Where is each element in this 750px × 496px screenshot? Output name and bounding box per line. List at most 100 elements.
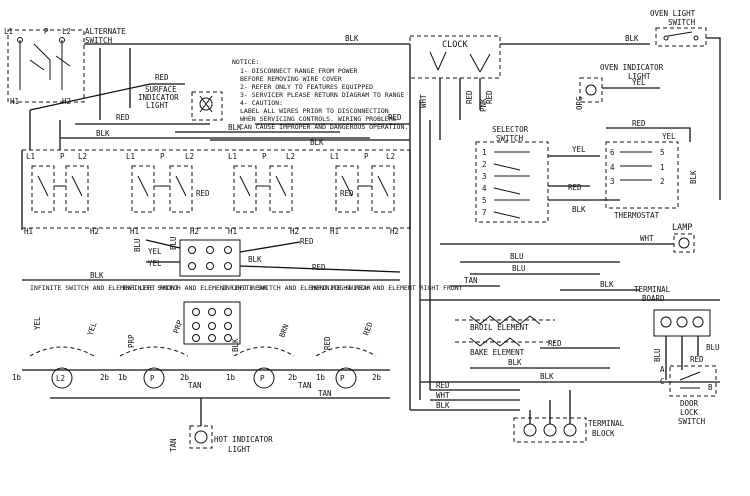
wire-red-grid-2: RED — [300, 237, 314, 246]
clock: CLOCK WHT RED RED — [409, 35, 501, 140]
sw1-l2: L2 — [78, 152, 87, 161]
wire-blu-board: BLU — [653, 348, 662, 362]
notice-line-1: 1- DISCONNECT RANGE FROM POWER — [240, 67, 357, 75]
inf1-yel-2: YEL — [85, 320, 98, 336]
wire-yel-thermo: YEL — [662, 132, 676, 141]
sw2-h1: H1 — [130, 227, 139, 236]
alternate-switch-title-1: ALTERNATE — [85, 27, 126, 36]
wire-red-mid: RED — [196, 189, 210, 198]
inf4-p: P — [340, 374, 345, 383]
clock-title: CLOCK — [442, 40, 468, 50]
door-lock-title-1: DOOR — [680, 399, 699, 408]
wire-yel-grid: YEL — [148, 247, 162, 256]
sw1-h2: H2 — [90, 227, 99, 236]
alt-l2-label: L2 — [62, 27, 71, 36]
alternate-switch-title-2: SWITCH — [85, 36, 113, 45]
inf1-2b: 2b — [100, 373, 110, 382]
notice-line-6: LABEL ALL WIRES PRIOR TO DISCONNECTION — [240, 107, 389, 115]
wire-wht-lower: WHT — [436, 391, 450, 400]
sw1-p: P — [60, 152, 65, 161]
oven-light-switch: OVEN LIGHT SWITCH — [650, 9, 721, 200]
thermo-1: 1 — [660, 163, 665, 172]
wire-red-thermo: RED — [632, 119, 646, 128]
hot-indicator-title-2: LIGHT — [228, 445, 251, 454]
notice-heading: NOTICE: — [232, 58, 259, 66]
door-lock-a: A — [660, 365, 665, 374]
infinite-elements: YEL YEL L2 1b 2b PRP PRP P 1b 2b TAN BLK… — [12, 316, 390, 399]
wire-blu-board-2: BLU — [706, 343, 720, 352]
wire-wht-lamp: WHT — [640, 234, 654, 243]
sw1-h1: H1 — [24, 227, 33, 236]
sw2-p: P — [160, 152, 165, 161]
infinite-switch-titles: INFINITE SWITCH AND ELEMENT LEFT FRONT I… — [30, 284, 463, 292]
notice-line-2: BEFORE REMOVING WIRE COVER — [240, 75, 342, 83]
wire-org-right: ORG — [575, 96, 584, 110]
surface-indicator-title-3: LIGHT — [146, 101, 169, 110]
door-lock-b: B — [708, 383, 713, 392]
wire-blu-right: BLU — [510, 252, 524, 261]
hot-indicator-title-1: HOT INDICATOR — [214, 435, 273, 444]
inf3-2b: 2b — [288, 373, 298, 382]
sw2-l2: L2 — [185, 152, 194, 161]
right-wires: BLU BLU TAN BLK RED BLK BLK RED WHT BLK — [409, 44, 720, 411]
thermo-5: 5 — [660, 148, 665, 157]
inf4-red: RED — [323, 336, 332, 350]
top-wires: BLK BLK RED — [29, 34, 650, 150]
wire-red-board: RED — [690, 355, 704, 364]
inf4-2b: 2b — [372, 373, 382, 382]
oven-indicator-title-2: LIGHT — [628, 72, 651, 81]
selector-title-1: SELECTOR — [492, 125, 529, 134]
wire-red-sel: RED — [568, 183, 582, 192]
sw3-h1: H1 — [228, 227, 237, 236]
thermo-4: 4 — [610, 163, 615, 172]
wire-blk-bottom-left: BLK — [90, 271, 104, 280]
alt-p-label: P — [44, 27, 49, 36]
wire-blu-grid-2: BLU — [169, 236, 178, 250]
door-lock-title-3: SWITCH — [678, 417, 706, 426]
oven-indicator-title-1: OVEN INDICATOR — [600, 63, 664, 72]
wire-blk-right: BLK — [600, 280, 614, 289]
notice-line-4: 3- SERVICER PLEASE RETURN DIAGRAM TO RAN… — [240, 91, 404, 99]
sw4-h2: H2 — [390, 227, 399, 236]
wire-blk-sel: BLK — [572, 205, 586, 214]
inf1-1b: 1b — [12, 373, 22, 382]
door-lock-title-2: LOCK — [680, 408, 699, 417]
lamp: LAMP WHT — [440, 223, 695, 253]
terminal-board-title-2: BOARD — [642, 294, 665, 303]
notice-block: NOTICE: 1- DISCONNECT RANGE FROM POWER B… — [232, 58, 408, 131]
sw4-h1: H1 — [330, 227, 339, 236]
terminal-board: TERMINAL BOARD BLU BLU RED — [634, 285, 720, 380]
inf4-red-2: RED — [361, 320, 374, 336]
inf2-prp-2: PRP — [171, 318, 184, 334]
wire-yel-indicator: YEL — [632, 78, 646, 87]
wire-blk-row2: BLK — [228, 123, 242, 132]
inf-title-left-front: INFINITE SWITCH AND ELEMENT LEFT FRONT — [30, 284, 179, 292]
wire-red-mid-right: RED — [340, 189, 354, 198]
sw4-l2: L2 — [386, 152, 395, 161]
bake-element-title: BAKE ELEMENT — [470, 348, 525, 357]
inf2-prp: PRP — [127, 334, 136, 348]
wire-red-right: RED — [548, 339, 562, 348]
wire-blk-clock-right: BLK — [625, 34, 639, 43]
sw2-h2: H2 — [190, 227, 199, 236]
hot-indicator-light: TAN HOT INDICATOR LIGHT — [169, 398, 273, 454]
wire-red-clock: RED — [465, 90, 474, 104]
wire-wht-clock: WHT — [419, 94, 428, 108]
wire-red-surface: RED — [155, 73, 169, 82]
oven-light-switch-title-2: SWITCH — [668, 18, 696, 27]
wire-blk-right-2: BLK — [508, 358, 522, 367]
sel-5: 5 — [482, 196, 487, 205]
sw3-h2: H2 — [290, 227, 299, 236]
wire-blk-row3: BLK — [310, 138, 324, 147]
sw1-l1: L1 — [26, 152, 35, 161]
terminal-board-title-1: TERMINAL — [634, 285, 671, 294]
inf4-tan: TAN — [318, 389, 332, 398]
oven-light-switch-title-1: OVEN LIGHT — [650, 9, 696, 18]
sel-2: 2 — [482, 160, 487, 169]
wire-red-lower: RED — [436, 381, 450, 390]
inf-title-right-front: INFINITE SWITCH AND ELEMENT RIGHT FRONT — [310, 284, 463, 292]
sel-1: 1 — [482, 148, 487, 157]
alt-h1-label: H1 — [10, 97, 19, 106]
sel-3: 3 — [482, 172, 487, 181]
